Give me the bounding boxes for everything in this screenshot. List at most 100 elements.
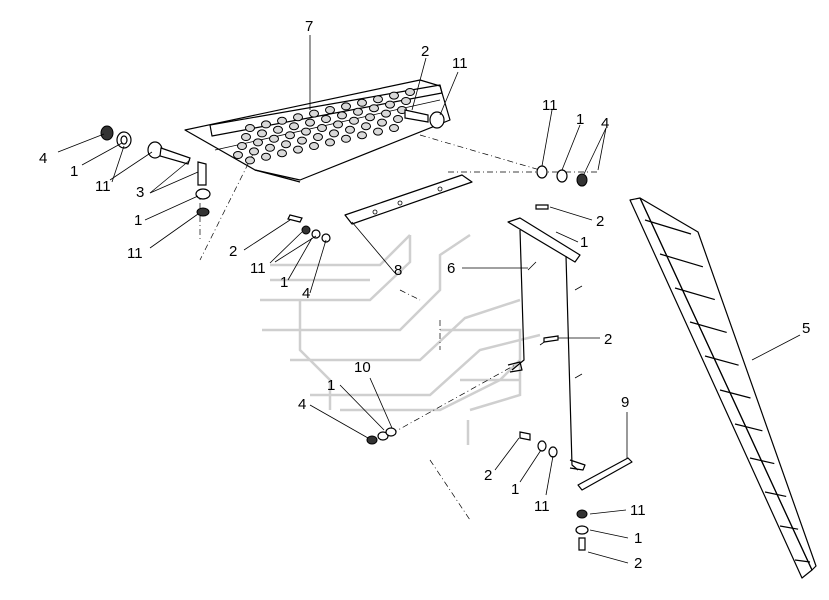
callout-2: 2 xyxy=(229,243,237,260)
platform-hole xyxy=(269,134,279,143)
platform-hole xyxy=(341,102,351,111)
callout-labels: 7 2 11 4 1 11 3 1 11 11 1 4 2 11 1 4 8 6… xyxy=(39,18,810,572)
platform-hole xyxy=(365,113,375,122)
platform-hole xyxy=(309,142,319,150)
callout-2: 2 xyxy=(421,43,429,60)
platform-hole xyxy=(313,133,323,141)
callout-11: 11 xyxy=(542,97,558,114)
hardware xyxy=(100,109,589,551)
platform-hole xyxy=(277,149,287,158)
callout-4: 4 xyxy=(298,396,306,413)
ladder-rung xyxy=(674,287,715,301)
part-8-bracket xyxy=(344,174,473,225)
part-5-ladder xyxy=(629,197,817,579)
callout-9: 9 xyxy=(621,394,629,411)
callout-11: 11 xyxy=(95,178,111,195)
platform-hole xyxy=(297,136,307,145)
platform-hole xyxy=(345,125,355,134)
callout-1: 1 xyxy=(576,111,584,128)
platform-hole xyxy=(289,122,299,131)
part-9-bar xyxy=(577,457,633,491)
ladder-rung xyxy=(764,491,787,497)
platform-hole xyxy=(293,145,303,154)
platform-hole xyxy=(333,120,343,129)
callout-10: 10 xyxy=(354,359,371,376)
platform-hole xyxy=(257,129,267,138)
platform-hole xyxy=(357,98,367,107)
ladder-rung xyxy=(644,219,692,235)
platform-hole xyxy=(401,97,411,105)
platform-hole xyxy=(389,91,399,100)
platform-holes xyxy=(233,88,415,165)
platform-hole xyxy=(381,109,391,118)
callout-2: 2 xyxy=(604,331,612,348)
platform-hole xyxy=(309,109,319,118)
callout-11: 11 xyxy=(630,502,646,519)
callout-11: 11 xyxy=(452,55,468,72)
platform-hole xyxy=(325,138,335,147)
ladder-rung xyxy=(719,389,751,399)
platform-hole xyxy=(293,113,303,122)
callout-1: 1 xyxy=(511,481,519,498)
callout-4: 4 xyxy=(601,115,609,132)
callout-1: 1 xyxy=(327,377,335,394)
callout-1: 1 xyxy=(634,530,642,547)
platform-hole xyxy=(305,118,315,127)
part-6-frame xyxy=(507,217,586,471)
ladder-rung xyxy=(734,423,763,432)
platform-hole xyxy=(285,131,295,140)
platform-hole xyxy=(249,147,259,156)
platform-hole xyxy=(361,122,371,131)
platform-hole xyxy=(321,115,331,123)
assembly-axes xyxy=(199,134,600,521)
ladder-rung xyxy=(689,321,727,333)
platform-hole xyxy=(233,151,243,159)
callout-2: 2 xyxy=(634,555,642,572)
platform-hole xyxy=(273,125,283,134)
platform-hole xyxy=(261,120,271,129)
platform-hole xyxy=(237,142,247,150)
platform-hole xyxy=(341,134,351,143)
callout-11: 11 xyxy=(127,245,143,262)
platform-hole xyxy=(337,111,347,120)
platform-hole xyxy=(245,156,255,165)
callout-1: 1 xyxy=(70,163,78,180)
ladder-rung xyxy=(794,559,811,563)
callout-2: 2 xyxy=(596,213,604,230)
callout-4: 4 xyxy=(302,285,310,302)
ladder-rung xyxy=(779,525,799,530)
callout-8: 8 xyxy=(394,262,402,279)
ladder-rungs xyxy=(644,219,811,563)
platform-hole xyxy=(325,106,335,114)
platform-hole xyxy=(349,116,359,125)
platform-hole xyxy=(353,107,363,116)
part-7-perforated-platform xyxy=(184,79,451,183)
platform-hole xyxy=(373,95,383,104)
platform-hole xyxy=(373,127,383,136)
platform-hole xyxy=(369,104,379,113)
platform-hole xyxy=(265,143,275,152)
platform-hole xyxy=(389,124,399,132)
platform-hole xyxy=(385,100,395,109)
callout-1: 1 xyxy=(280,274,288,291)
platform-hole xyxy=(405,88,415,96)
platform-hole xyxy=(377,118,387,127)
callout-3: 3 xyxy=(136,184,144,201)
callout-1: 1 xyxy=(134,212,142,229)
platform-hole xyxy=(317,124,327,132)
platform-hole xyxy=(253,138,263,147)
platform-hole xyxy=(277,116,287,125)
callout-7: 7 xyxy=(305,18,313,35)
ladder-rung xyxy=(659,253,704,268)
callout-6: 6 xyxy=(447,260,455,277)
platform-hole xyxy=(281,140,291,149)
callout-5: 5 xyxy=(802,320,810,337)
leader-lines xyxy=(57,35,801,564)
callout-11: 11 xyxy=(250,260,266,277)
platform-hole xyxy=(329,129,339,138)
platform-hole xyxy=(261,152,271,161)
platform-hole xyxy=(245,124,255,132)
callout-2: 2 xyxy=(484,467,492,484)
